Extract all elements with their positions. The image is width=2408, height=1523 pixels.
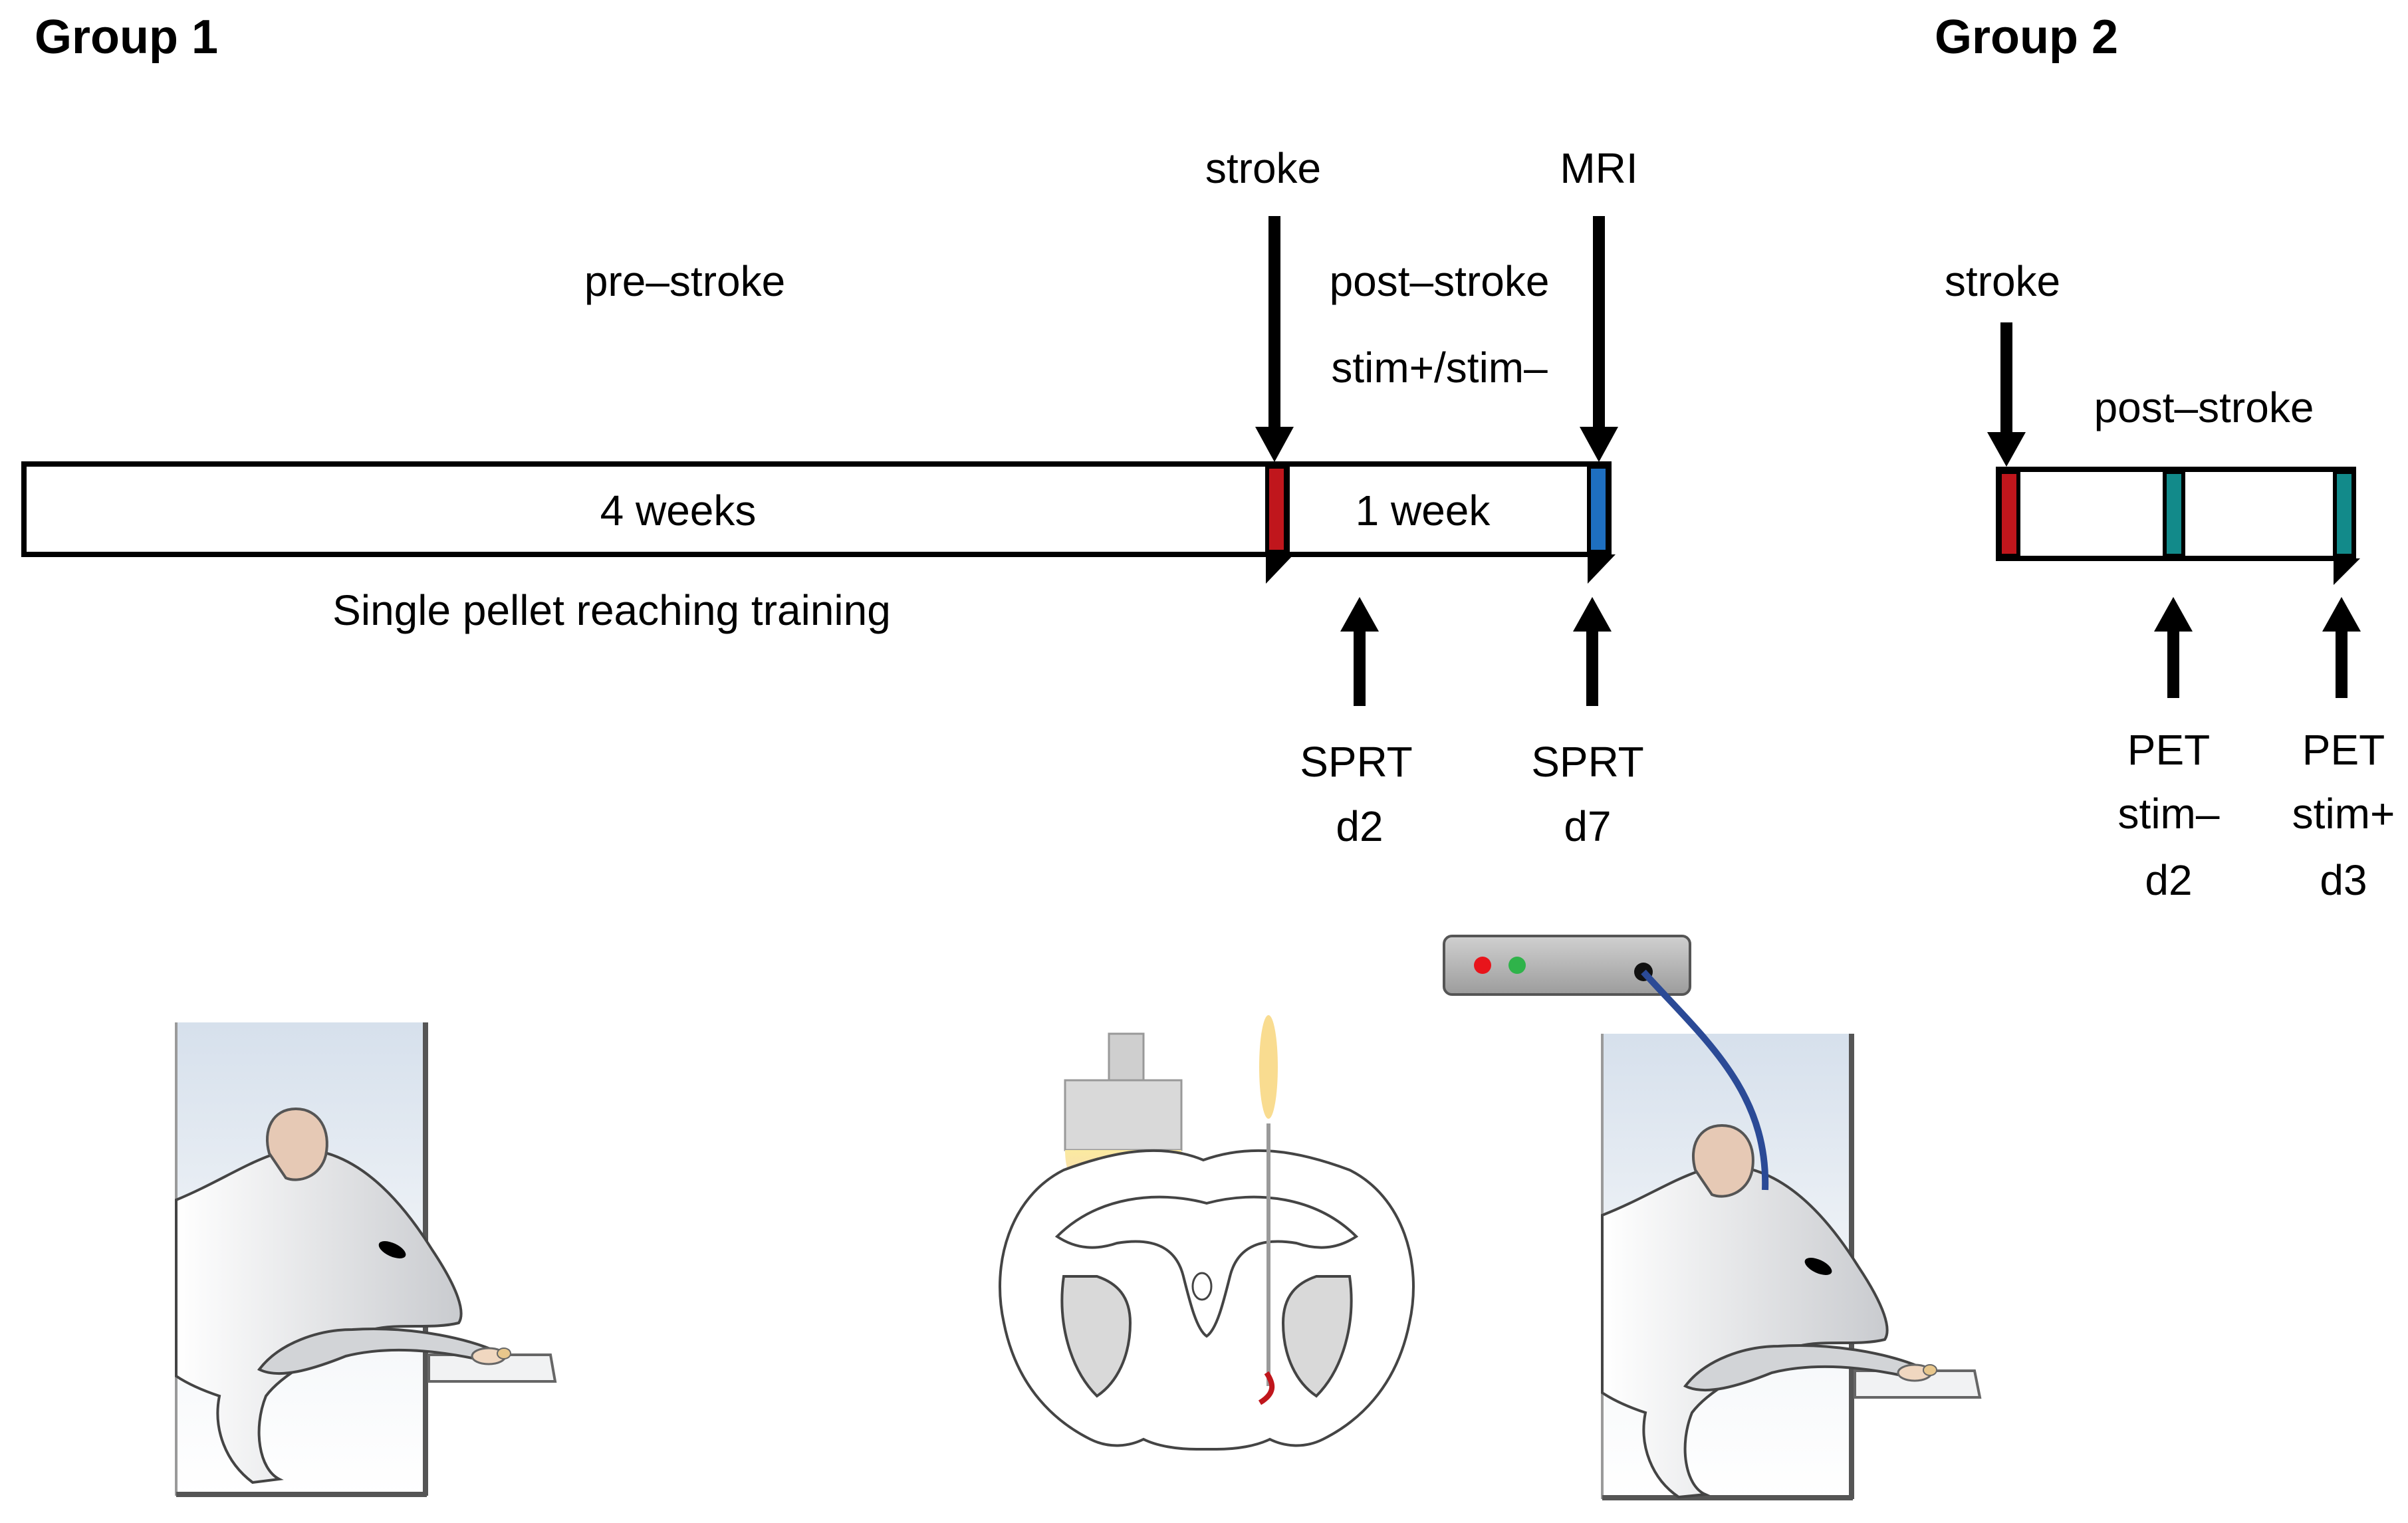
pet-d2-label-line2: stim– [2118, 790, 2220, 838]
brain-section-illustration [999, 1015, 1415, 1451]
pet-d2-marker [2163, 470, 2185, 558]
group1-stroke-label: stroke [1205, 144, 1321, 192]
sprt-d2-label-line2: d2 [1336, 802, 1383, 850]
pet-d2-label-line1: PET [2127, 726, 2210, 774]
pet-d3-up-arrow [2322, 597, 2361, 698]
group2-timeline: Group 2 stroke post–stroke PET stim– d2 … [1935, 11, 2395, 904]
stim-condition-label: stim+/stim– [1331, 344, 1548, 392]
stimulation-cable [1641, 969, 1769, 1191]
red-led-icon [1474, 957, 1491, 974]
sprt-d2-up-arrow [1340, 597, 1379, 706]
pet-d3-label-line1: PET [2302, 726, 2385, 774]
stimulated-rat-illustration [1443, 935, 1982, 1500]
pet-d3-label-line3: d3 [2320, 856, 2367, 904]
group2-post-stroke-label: post–stroke [2094, 384, 2314, 431]
sprt-d7-label-line2: d7 [1564, 802, 1611, 850]
one-week-label: 1 week [1356, 487, 1491, 534]
training-label: Single pellet reaching training [332, 586, 891, 634]
group2-title: Group 2 [1935, 11, 2118, 64]
group2-stroke-marker [1998, 470, 2020, 558]
sprt-d7-label-line1: SPRT [1531, 738, 1644, 786]
group1-title: Group 1 [35, 11, 218, 64]
pet-d3-marker [2333, 470, 2355, 558]
stroke-down-arrow [1255, 216, 1294, 462]
rat-reaching-illustration [175, 1022, 557, 1497]
stimulator-device [1443, 935, 1691, 996]
group2-end-tick [2334, 558, 2360, 585]
four-weeks-label: 4 weeks [600, 487, 757, 534]
pet-d2-label-line3: d2 [2145, 856, 2192, 904]
pre-stroke-label: pre–stroke [584, 257, 785, 305]
group1-post-stroke-label: post–stroke [1330, 257, 1550, 305]
group1-timeline: Group 1 stroke MRI pre–stroke post–strok… [21, 11, 1644, 850]
sprt-d7-up-arrow [1573, 597, 1612, 706]
sprt-d2-label-line1: SPRT [1300, 738, 1413, 786]
mri-label: MRI [1560, 144, 1637, 192]
mri-down-arrow [1580, 216, 1618, 462]
pet-d2-up-arrow [2154, 597, 2193, 698]
green-led-icon [1508, 957, 1526, 974]
mri-marker [1587, 465, 1610, 554]
group2-stroke-label: stroke [1945, 257, 2060, 305]
stroke-tick [1266, 554, 1294, 584]
pet-d3-label-line2: stim+ [2292, 790, 2395, 838]
stroke-marker [1265, 465, 1288, 554]
mri-tick [1588, 554, 1616, 584]
group2-stroke-down-arrow [1987, 322, 2026, 467]
